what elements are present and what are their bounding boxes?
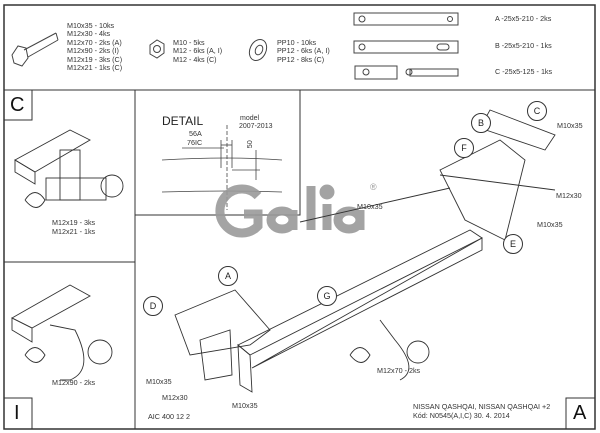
bolt-label: M12x30: [556, 191, 582, 200]
logo-registered-mark: ®: [370, 182, 377, 192]
bolt-list: M10x35 - 10ks M12x30 - 4ks M12x70 - 2ks …: [67, 21, 123, 73]
code-date: Kód: N0545(A,I,C) 30. 4. 2014: [413, 411, 510, 420]
hitch-i-drawing: [11, 284, 113, 381]
hitch-c-drawing: [14, 129, 124, 208]
bolt-item: M12x30 - 4ks: [67, 29, 111, 39]
bolt-item: M12x19 - 3ks (C): [67, 54, 123, 64]
panel-i-letter: I: [14, 402, 20, 424]
main-assembly-drawing: [174, 109, 556, 393]
bolt-item: M12x90 - 2ks (I): [67, 46, 119, 56]
bolt-label: M10x35: [232, 401, 258, 410]
bolt-label: M12x30: [162, 393, 188, 402]
galia-logo: [215, 184, 365, 238]
nut-item: M12 - 6ks (A, I): [173, 46, 223, 56]
strap-a-label: A -25x5-210 - 2ks: [495, 14, 552, 23]
panel-c-label: M12x19 - 3ks: [52, 218, 96, 227]
bolt-icon: [11, 32, 59, 67]
sheet-letter: A: [573, 402, 587, 424]
callout-g: G: [317, 286, 337, 306]
washer-item: PP12 - 6ks (A, I): [277, 46, 330, 56]
washer-list: PP10 - 10ks PP12 - 6ks (A, I) PP12 - 8ks…: [277, 38, 330, 64]
panel-c-label: M12x21 - 1ks: [52, 227, 96, 236]
detail-years: 2007-2013: [239, 123, 273, 130]
bolt-label: M10x35: [557, 121, 583, 130]
detail-dim-76ic: 76IC: [187, 138, 203, 147]
panel-c-letter: C: [10, 94, 25, 116]
washer-icon: [248, 38, 268, 62]
callout-b: B: [471, 113, 491, 133]
callout-f: F: [454, 138, 474, 158]
strap-icons: [353, 12, 459, 80]
strap-b-label: B -25x5-210 - 1ks: [495, 41, 552, 50]
callout-c: C: [527, 101, 547, 121]
nut-item: M12 - 4ks (C): [173, 54, 217, 64]
strap-c-label: C -25x5-125 - 1ks: [495, 67, 553, 76]
nut-icon: [149, 39, 165, 59]
product-code: AIC 400 12 2: [148, 412, 190, 421]
washer-item: PP12 - 8ks (C): [277, 54, 325, 64]
callout-e: E: [503, 234, 523, 254]
bolt-label: M10x35: [357, 202, 383, 211]
washer-item: PP10 - 10ks: [277, 38, 317, 47]
vehicle-title: NISSAN QASHQAI, NISSAN QASHQAI +2: [413, 402, 551, 411]
detail-dim-56a: 56A: [189, 129, 202, 138]
bolt-item: M12x21 - 1ks (C): [67, 63, 123, 73]
callout-d: D: [143, 296, 163, 316]
bolt-label: M10x35: [537, 220, 563, 229]
nut-item: M10 - 5ks: [173, 38, 205, 47]
bolt-item: M10x35 - 10ks: [67, 21, 115, 30]
detail-dim-50: 50: [244, 140, 254, 149]
panel-i-label: M12x90 - 2ks: [52, 378, 96, 387]
ball-bolt-label: M12x70 - 2ks: [377, 366, 421, 375]
bolt-item: M12x70 - 2ks (A): [67, 37, 122, 47]
detail-title: DETAIL: [162, 114, 204, 128]
nut-list: M10 - 5ks M12 - 6ks (A, I) M12 - 4ks (C): [173, 38, 223, 64]
bolt-label: M10x35: [146, 377, 172, 386]
detail-model: model: [240, 115, 260, 122]
callout-a: A: [218, 266, 238, 286]
